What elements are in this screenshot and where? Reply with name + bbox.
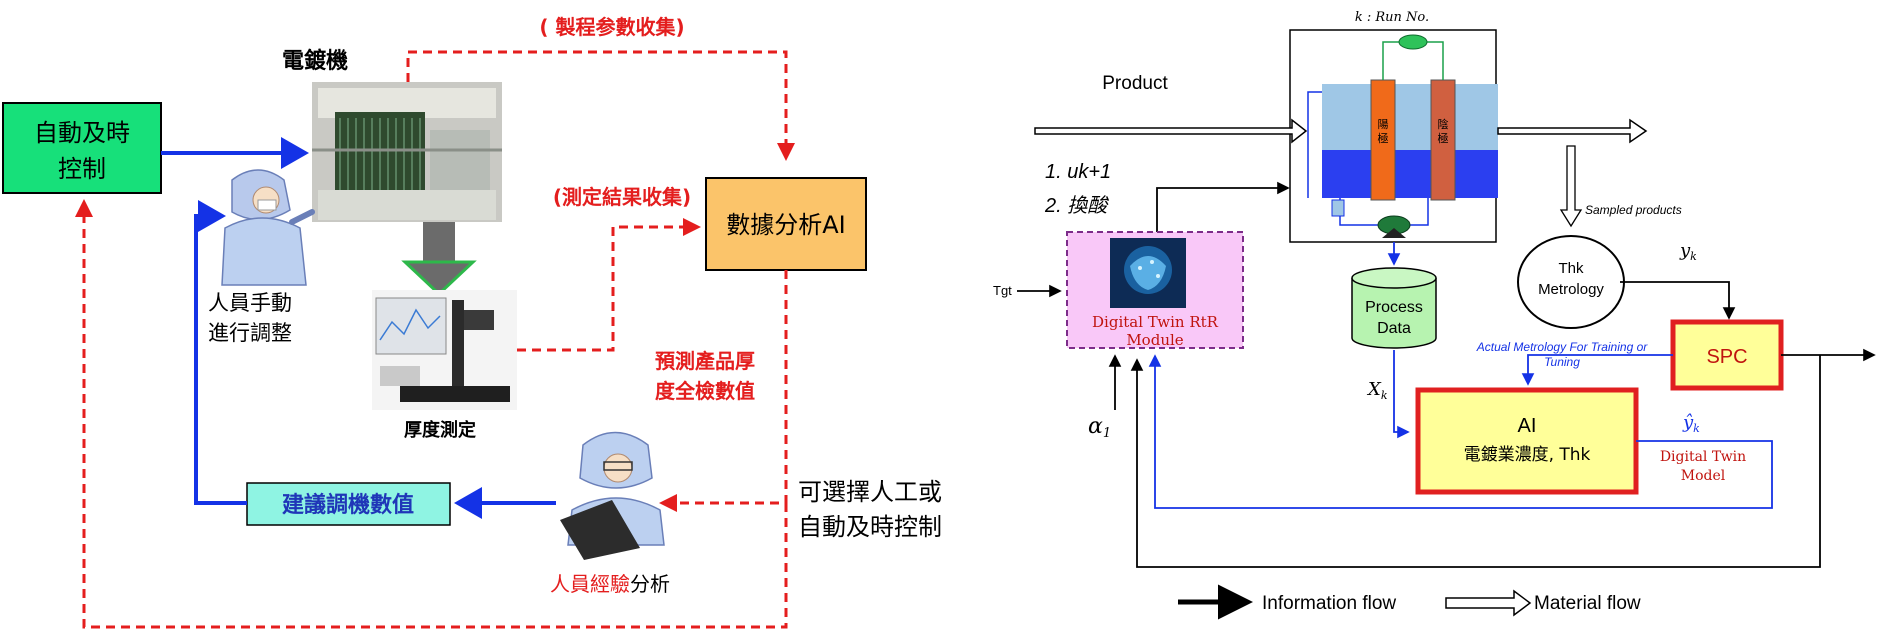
actual-metrology-label-2: Tuning [1544, 355, 1580, 369]
legend: Information flow Material flow [1178, 584, 1641, 620]
y-hat-label: ŷk [1682, 412, 1700, 435]
sampled-products-arrow [1559, 145, 1583, 228]
dashed-bottom-loop [75, 199, 788, 629]
run-no-label: k : Run No. [1355, 10, 1429, 25]
anode-left [1370, 79, 1396, 201]
data-ai-label: 數據分析AI [726, 211, 846, 239]
dashed-thickness-to-ai [517, 218, 701, 352]
operator-figure-icon [221, 169, 315, 286]
down-arrow-to-thickness-icon [401, 222, 477, 297]
dashed-machine-to-ai [406, 50, 795, 161]
measure-result-collect-label: (測定結果收集) [553, 185, 691, 209]
actual-metrology-label-1: Actual Metrology For Training or [1476, 340, 1649, 354]
arrow-spc-to-ai [1521, 354, 1673, 386]
choose-manual-label-1: 可選擇人工或 [798, 478, 942, 506]
left-diagram: 自動及時 控制 電鍍機 [2, 15, 942, 629]
thk-metrology-label-1: Thk [1558, 260, 1584, 277]
suggest-params-box [246, 482, 451, 526]
tgt-label: Tgt [993, 283, 1012, 298]
arrow-metrology-to-spc [1620, 281, 1736, 320]
alpha-label: α1 [1088, 414, 1111, 441]
dt-module-label-1: Digital Twin RtR [1092, 313, 1219, 331]
dt-model-label-2: Model [1681, 468, 1726, 484]
staff-manual-label-2: 進行調整 [208, 321, 292, 345]
thk-metrology-label-2: Metrology [1538, 281, 1604, 298]
product-label: Product [1102, 73, 1168, 94]
anode-right-char-1: 陰 [1438, 117, 1449, 131]
staff-manual-label-1: 人員手動 [208, 291, 292, 315]
thickness-device-photo [372, 290, 517, 410]
legend-material-label: Material flow [1534, 593, 1641, 614]
legend-info-label: Information flow [1262, 593, 1396, 614]
process-data-cylinder [1351, 267, 1437, 349]
step2-label: 2. 換酸 [1044, 195, 1109, 217]
dt-module-label-2: Module [1126, 331, 1183, 349]
arrow-dt-to-tank [1156, 181, 1290, 232]
sampled-products-label: Sampled products [1585, 203, 1682, 217]
arrow-ai-to-dt [1148, 354, 1773, 509]
anode-left-char-2: 極 [1378, 131, 1389, 145]
feedback-loop [1130, 355, 1821, 568]
step1-label: 1. uk+1 [1045, 161, 1111, 183]
process-data-label-1: Process [1365, 299, 1423, 316]
spc-label: SPC [1706, 346, 1747, 368]
thickness-measure-label: 厚度測定 [404, 419, 476, 441]
ai-sub-label: 電鍍業濃度, Thk [1464, 444, 1591, 465]
power-supply-icon [1398, 34, 1428, 50]
predict-label-1: 預測產品厚 [655, 349, 755, 373]
process-param-collect-label: ( 製程参數收集) [539, 15, 684, 39]
suggest-params-label: 建議調機數值 [282, 492, 414, 518]
ai-brain-image [1110, 238, 1186, 308]
auto-control-label-1: 自動及時 [34, 119, 130, 147]
material-flow-in-arrow [1034, 118, 1308, 144]
spc-box [1670, 319, 1784, 391]
material-flow-out-arrow [1497, 118, 1648, 144]
choose-manual-label-2: 自動及時控制 [798, 513, 942, 541]
auto-control-label-2: 控制 [58, 155, 106, 183]
x-k-label: Xk [1366, 379, 1388, 402]
plating-machine-label: 電鍍機 [282, 48, 348, 74]
data-ai-box [705, 177, 867, 271]
plating-machine-photo [312, 82, 502, 222]
legend-material-arrow [1445, 589, 1532, 617]
predict-label-2: 度全檢數值 [655, 379, 755, 403]
analyst-figure-icon [560, 431, 665, 560]
anode-right [1430, 79, 1456, 201]
experience-label: 人員經驗分析 [550, 572, 670, 596]
right-diagram: k : Run No. 陽 極 陰 極 Product Sampled prod… [993, 10, 1876, 620]
ai-model-box [1415, 387, 1639, 495]
anode-right-char-2: 極 [1438, 131, 1449, 145]
arrow-process-data-to-ai [1393, 350, 1410, 439]
y-k-label: yk [1679, 240, 1697, 263]
ai-label: AI [1518, 415, 1537, 437]
process-data-label-2: Data [1377, 320, 1411, 337]
dt-model-label-1: Digital Twin [1660, 449, 1746, 465]
auto-control-box [2, 102, 162, 194]
anode-left-char-1: 陽 [1378, 118, 1389, 131]
arrow-suggest-to-operator [194, 200, 247, 505]
